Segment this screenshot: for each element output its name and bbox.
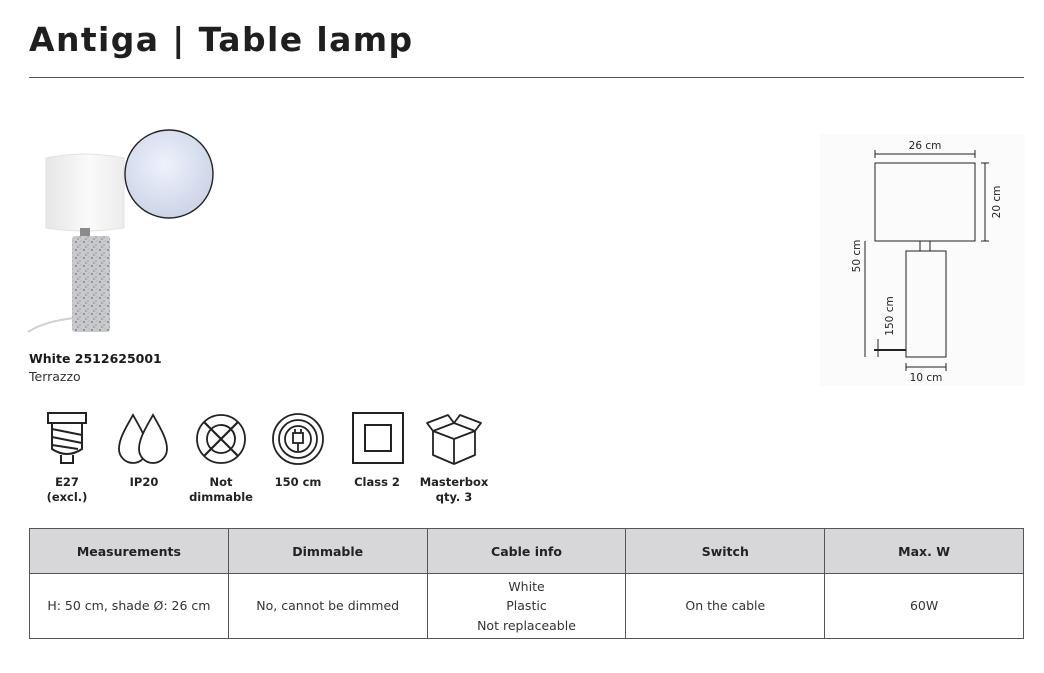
- product-variant: White 2512625001: [29, 351, 162, 366]
- feature-not-dimmable: Not dimmable: [183, 409, 259, 505]
- spec-switch: On the cable: [625, 573, 826, 639]
- feature-e27: E27 (excl.): [29, 409, 105, 505]
- page-title: Antiga | Table lamp: [29, 20, 414, 59]
- spec-dimmable: No, cannot be dimmed: [227, 573, 428, 639]
- spec-header-cable-info: Cable info: [426, 528, 627, 574]
- feature-masterbox: Masterbox qty. 3: [416, 409, 492, 505]
- feature-label: IP20: [129, 475, 159, 489]
- spec-header-dimmable: Dimmable: [227, 528, 428, 574]
- total-height-label: 50 cm: [851, 240, 863, 273]
- dimension-drawing: 26 cm 20 cm 50 cm 150 cm 10 cm: [820, 134, 1025, 386]
- e27-bulb-socket-icon: [47, 412, 87, 464]
- table-row: H: 50 cm, shade Ø: 26 cm No, cannot be d…: [29, 573, 1024, 639]
- lamp-image: [27, 153, 125, 333]
- cable-length-label: 150 cm: [884, 296, 896, 335]
- spec-table: Measurements Dimmable Cable info Switch …: [29, 528, 1024, 639]
- color-swatch: [124, 129, 214, 219]
- spec-header-switch: Switch: [625, 528, 826, 574]
- spec-measurements: H: 50 cm, shade Ø: 26 cm: [29, 573, 229, 639]
- not-dimmable-icon: [196, 414, 246, 464]
- shade-width-label: 26 cm: [909, 140, 942, 152]
- feature-label: Masterbox qty. 3: [419, 475, 489, 504]
- class-2-insulation-icon: [352, 412, 404, 464]
- cable-plug-icon: [272, 413, 324, 465]
- title-divider: [29, 77, 1024, 78]
- feature-label: Class 2: [354, 475, 400, 489]
- spec-header-max-w: Max. W: [824, 528, 1024, 574]
- spec-header-measurements: Measurements: [29, 528, 229, 574]
- spec-header-row: Measurements Dimmable Cable info Switch …: [29, 528, 1024, 574]
- product-material: Terrazzo: [29, 369, 81, 384]
- spec-cable-info: White Plastic Not replaceable: [426, 573, 627, 639]
- feature-label: 150 cm: [274, 475, 322, 489]
- feature-cable-length: 150 cm: [260, 409, 336, 490]
- feature-ip20: IP20: [106, 409, 182, 490]
- feature-class-2: Class 2: [339, 409, 415, 490]
- base-width-label: 10 cm: [910, 372, 943, 384]
- ip20-drops-icon: [118, 413, 168, 464]
- shade-height-label: 20 cm: [991, 186, 1003, 219]
- spec-max-w: 60W: [824, 573, 1024, 639]
- product-photo: [27, 129, 214, 333]
- masterbox-icon: [426, 414, 482, 465]
- feature-label: Not dimmable: [189, 475, 253, 504]
- feature-label: E27 (excl.): [46, 475, 88, 504]
